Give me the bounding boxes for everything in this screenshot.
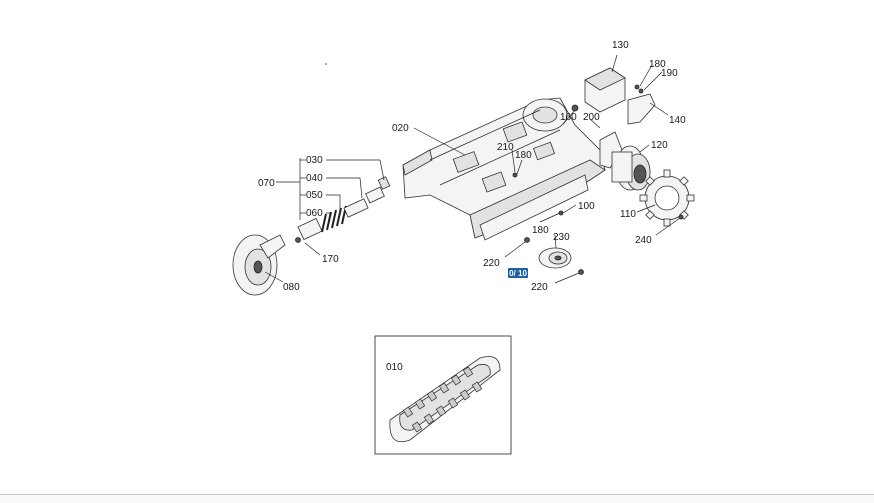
- label-200[interactable]: 200: [583, 112, 600, 123]
- label-170[interactable]: 170: [322, 254, 339, 265]
- drive-motor[interactable]: [611, 145, 651, 191]
- rubber-track-inset[interactable]: [374, 335, 512, 455]
- label-120[interactable]: 120: [651, 140, 668, 151]
- track-roller[interactable]: [538, 247, 572, 269]
- label-240[interactable]: 240: [635, 235, 652, 246]
- idler-wheel[interactable]: [232, 234, 286, 296]
- label-060[interactable]: 060: [306, 208, 323, 219]
- cover-130[interactable]: [584, 67, 626, 113]
- stray-mark: [325, 63, 327, 65]
- label-110[interactable]: 110: [620, 209, 636, 220]
- part-labels: 010 020 030 040 050 060 070 080 100 110 …: [258, 40, 686, 373]
- tension-spring[interactable]: [297, 176, 391, 241]
- label-070[interactable]: 070: [258, 178, 275, 189]
- bracket-070: [276, 158, 306, 220]
- label-180-mid[interactable]: 180: [515, 150, 532, 161]
- label-160[interactable]: 160: [560, 112, 577, 123]
- label-080[interactable]: 080: [283, 282, 300, 293]
- service-badge[interactable]: 0/ 10: [508, 268, 528, 278]
- label-210[interactable]: 210: [497, 142, 514, 153]
- label-010[interactable]: 010: [386, 362, 403, 373]
- label-040[interactable]: 040: [306, 173, 323, 184]
- cover-140[interactable]: [627, 93, 656, 125]
- badge-label: 0/ 10: [509, 269, 527, 278]
- label-050[interactable]: 050: [306, 190, 323, 201]
- label-190[interactable]: 190: [661, 68, 678, 79]
- label-220-left[interactable]: 220: [483, 258, 500, 269]
- label-230[interactable]: 230: [553, 232, 570, 243]
- label-130[interactable]: 130: [612, 40, 629, 51]
- bottom-status-bar: [0, 494, 874, 503]
- label-220-right[interactable]: 220: [531, 282, 548, 293]
- label-180-low[interactable]: 180: [532, 225, 549, 236]
- sprocket[interactable]: [639, 169, 695, 227]
- label-020[interactable]: 020: [392, 123, 409, 134]
- label-180-top[interactable]: 180: [649, 59, 666, 70]
- label-030[interactable]: 030: [306, 155, 323, 166]
- label-140[interactable]: 140: [669, 115, 686, 126]
- track-frame[interactable]: [402, 97, 623, 241]
- label-100[interactable]: 100: [578, 201, 595, 212]
- hardware: [295, 84, 684, 275]
